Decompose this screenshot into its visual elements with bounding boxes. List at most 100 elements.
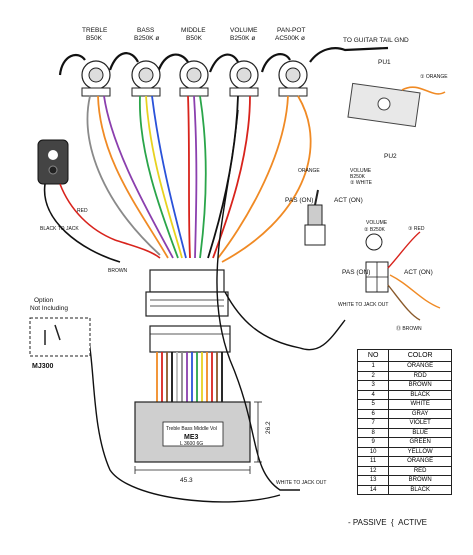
pot-volume-value: B250K ø: [230, 35, 255, 42]
legend-active: ACTIVE: [398, 518, 428, 527]
color-no-cell: 1: [356, 361, 390, 372]
color-name-cell: BLUE: [388, 427, 452, 438]
color-name-cell: BROWN: [388, 475, 452, 486]
color-no-cell: 3: [356, 380, 390, 391]
volume-mid-value: ② B250K: [364, 227, 386, 233]
pickup-block: [347, 82, 446, 128]
color-no-cell: 5: [356, 399, 390, 410]
pas-act-toggle: [304, 189, 326, 246]
module-line3: L 3600 6G: [180, 441, 203, 447]
color-name-cell: VIOLET: [388, 418, 452, 429]
color-name-cell: BLACK: [388, 389, 452, 400]
pu1-label: PU1: [378, 59, 391, 66]
pu1-orange-label: ① ORANGE: [420, 74, 448, 80]
ground-wire: [58, 46, 389, 76]
color-no-cell: 8: [356, 427, 390, 438]
color-name-cell: WHITE: [388, 399, 452, 410]
color-no-cell: 13: [356, 475, 390, 486]
pot-panpot-value: AC500K ø: [275, 35, 305, 42]
legend: - PASSIVE { ACTIVE: [348, 518, 427, 527]
color-no-cell: 12: [356, 465, 390, 476]
pas-on-top: PAS (ON): [285, 197, 313, 204]
legend-passive: - PASSIVE: [348, 518, 387, 527]
color-name-cell: BLACK: [388, 484, 452, 495]
color-name-cell: GRAY: [388, 408, 452, 419]
jack-block: [37, 139, 69, 185]
dim-height-label: 26.2: [265, 421, 272, 434]
volume-right-white: ② WHITE: [350, 180, 373, 186]
header-connector: [145, 269, 229, 317]
color-no-cell: 14: [356, 484, 390, 495]
mj300-label: MJ300: [32, 363, 54, 370]
pot-panpot-name: PAN-POT: [277, 27, 305, 34]
white-to-jack-out-2: WHITE TO JACK OUT: [276, 480, 326, 486]
pot-treble: [81, 60, 111, 97]
brown-circ-label: ⑬ BROWN: [396, 325, 422, 332]
switch-schematic: [365, 233, 389, 293]
pot-bass: [131, 60, 161, 97]
pot-volume-name: VOLUME: [230, 27, 258, 34]
dim-width-label: 45.3: [180, 477, 193, 484]
option-label: Option: [34, 297, 54, 304]
dimension-lines: [134, 401, 262, 474]
color-name-cell: ORANGE: [388, 361, 452, 372]
volume-right-value: B250K: [350, 174, 366, 180]
color-name-cell: YELLOW: [388, 446, 452, 457]
pot-bass-value: B250K ø: [134, 35, 159, 42]
color-no-cell: 4: [356, 389, 390, 400]
pot-middle: [179, 60, 209, 97]
color-name-cell: GREEN: [388, 437, 452, 448]
volume-right-name: VOLUME: [350, 168, 372, 174]
color-no-cell: 2: [356, 370, 390, 381]
pot-wires: [86, 95, 312, 263]
color-name-cell: RED: [388, 465, 452, 476]
ribbon-connector: [149, 325, 231, 353]
act-on-top: ACT (ON): [334, 197, 363, 204]
brown-label-left: BROWN: [108, 268, 128, 274]
color-no-cell: 10: [356, 446, 390, 457]
legend-switch-icon: {: [388, 518, 396, 527]
header-no: NO: [356, 349, 390, 362]
pas-on-mid: PAS (ON): [342, 269, 370, 276]
black-to-jack-label: BLACK TO JACK: [40, 226, 79, 232]
pot-bass-name: BASS: [137, 27, 155, 34]
not-including-label: Not Including: [30, 305, 68, 312]
volume-mid-name: VOLUME: [366, 220, 388, 226]
mj300-jack: [29, 317, 91, 357]
color-name-cell: BROWN: [388, 380, 452, 391]
red-label-left: RED: [77, 208, 88, 214]
pot-middle-name: MIDDLE: [181, 27, 206, 34]
color-no-cell: 11: [356, 456, 390, 467]
pot-treble-value: B50K: [86, 35, 103, 42]
white-to-jack-out-1: WHITE TO JACK OUT: [338, 302, 388, 308]
white-to-jack-wire: [216, 109, 300, 491]
ribbon-wires: [156, 352, 223, 402]
tail-gnd-label: TO GUITAR TAIL GND: [343, 37, 409, 44]
color-no-cell: 7: [356, 418, 390, 429]
color-no-cell: 9: [356, 437, 390, 448]
pot-middle-value: B50K: [186, 35, 203, 42]
pot-panpot: [278, 60, 308, 97]
header-color: COLOR: [388, 349, 452, 362]
act-on-mid: ACT (ON): [404, 269, 433, 276]
pot-treble-name: TREBLE: [82, 27, 108, 34]
module-line1: Treble Bass Middle Vol: [166, 426, 217, 432]
pu2-label: PU2: [384, 153, 397, 160]
color-name-cell: ORANGE: [388, 456, 452, 467]
orange-label: ORANGE: [298, 168, 320, 174]
color-name-cell: RDD: [388, 370, 452, 381]
pot-volume: [229, 60, 259, 97]
